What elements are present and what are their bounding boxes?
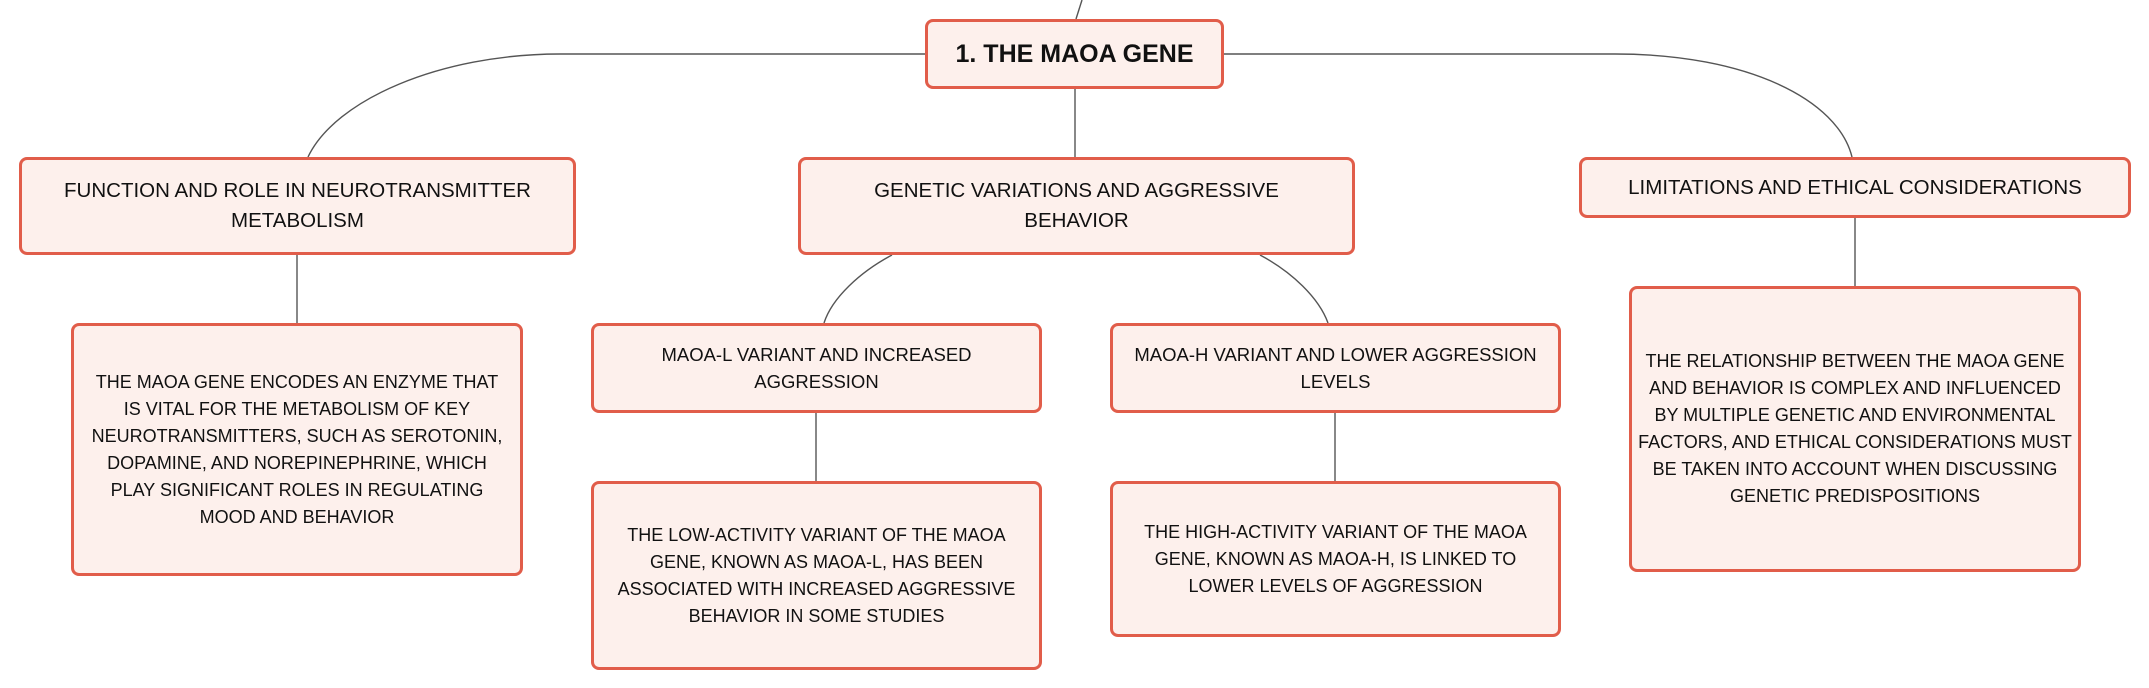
root-node-maoa-gene[interactable]: 1. THE MAOA GENE (925, 19, 1224, 89)
detail-node-limitations[interactable]: THE RELATIONSHIP BETWEEN THE MAOA GENE A… (1629, 286, 2081, 572)
connector-parent-to-root (1075, 0, 1083, 20)
root-node-label: 1. THE MAOA GENE (955, 39, 1194, 68)
connector-root-to-limitations (1224, 53, 1853, 158)
subbranch-node-maoa-h[interactable]: MAOA-H VARIANT AND LOWER AGGRESSION LEVE… (1110, 323, 1561, 413)
connector-variations-to-maoa-l (823, 254, 893, 324)
detail-limitations-text: THE RELATIONSHIP BETWEEN THE MAOA GENE A… (1638, 351, 2072, 506)
detail-maoa-l-text: THE LOW-ACTIVITY VARIANT OF THE MAOA GEN… (617, 524, 1016, 626)
branch-limitations-label: LIMITATIONS AND ETHICAL CONSIDERATIONS (1628, 175, 2082, 199)
detail-node-function[interactable]: THE MAOA GENE ENCODES AN ENZYME THAT IS … (71, 323, 523, 576)
connector-root-to-function (307, 53, 925, 158)
detail-node-maoa-h[interactable]: THE HIGH-ACTIVITY VARIANT OF THE MAOA GE… (1110, 481, 1561, 637)
branch-node-limitations[interactable]: LIMITATIONS AND ETHICAL CONSIDERATIONS (1579, 157, 2131, 218)
detail-function-text: THE MAOA GENE ENCODES AN ENZYME THAT IS … (91, 371, 503, 527)
branch-node-genetic-variations[interactable]: GENETIC VARIATIONS AND AGGRESSIVE BEHAVI… (798, 157, 1355, 255)
branch-node-function[interactable]: FUNCTION AND ROLE IN NEUROTRANSMITTER ME… (19, 157, 576, 255)
detail-maoa-h-text: THE HIGH-ACTIVITY VARIANT OF THE MAOA GE… (1144, 521, 1527, 596)
subbranch-node-maoa-l[interactable]: MAOA-L VARIANT AND INCREASED AGGRESSION (591, 323, 1042, 413)
subbranch-maoa-h-label: MAOA-H VARIANT AND LOWER AGGRESSION LEVE… (1134, 344, 1537, 392)
connector-variations-to-maoa-h (1259, 254, 1329, 324)
branch-variations-label: GENETIC VARIATIONS AND AGGRESSIVE BEHAVI… (874, 179, 1279, 232)
branch-function-label: FUNCTION AND ROLE IN NEUROTRANSMITTER ME… (64, 179, 531, 232)
subbranch-maoa-l-label: MAOA-L VARIANT AND INCREASED AGGRESSION (661, 344, 972, 392)
detail-node-maoa-l[interactable]: THE LOW-ACTIVITY VARIANT OF THE MAOA GEN… (591, 481, 1042, 670)
